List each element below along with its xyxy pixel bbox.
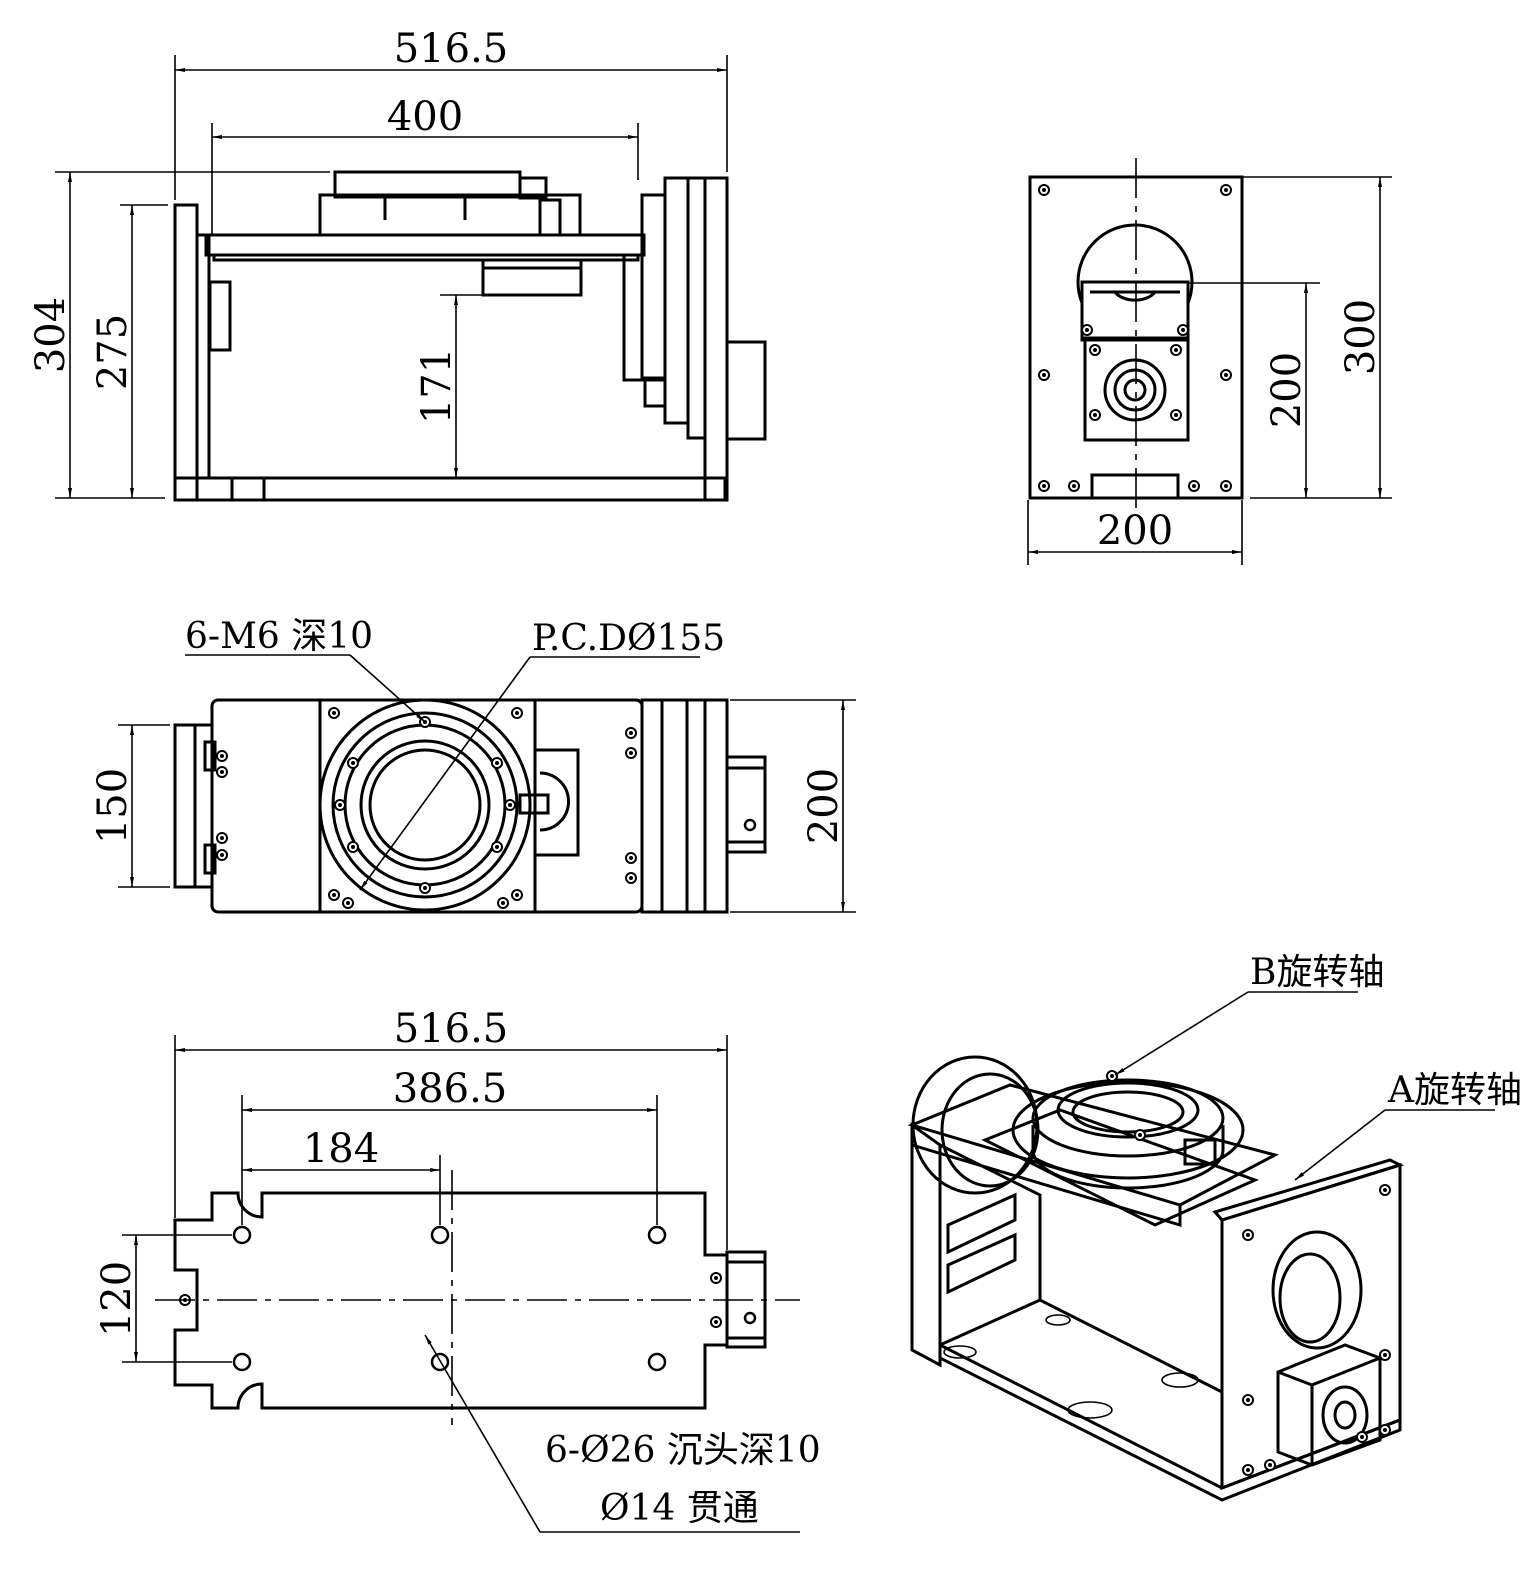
dim-frame-height: 275: [90, 314, 136, 390]
side-dim-width: 200: [1097, 508, 1173, 554]
bottom-dim-overall-width: 516.5: [394, 1006, 509, 1052]
top-dim-right-width: 200: [801, 768, 847, 844]
dim-table-width: 400: [387, 94, 463, 140]
label-b-axis: B旋转轴: [1250, 952, 1384, 993]
iso-view: B旋转轴 A旋转轴: [907, 952, 1522, 1502]
side-dim-height: 300: [1338, 299, 1384, 375]
label-a-axis: A旋转轴: [1387, 1070, 1522, 1111]
side-view: 300 200 200: [1027, 158, 1392, 565]
side-dim-axis-height: 200: [1264, 352, 1310, 428]
callout-pcd: P.C.DØ155: [532, 618, 725, 659]
bottom-view: 516.5 386.5 184 120 6-Ø26 沉头深10 Ø14 贯通: [94, 1006, 821, 1533]
dim-overall-width: 516.5: [394, 26, 509, 72]
bottom-dim-hole-offset: 184: [303, 1126, 379, 1172]
dim-total-height: 304: [28, 297, 74, 373]
callout-through: Ø14 贯通: [600, 1488, 759, 1529]
callout-counterbore: 6-Ø26 沉头深10: [545, 1430, 821, 1471]
callout-tapped-holes: 6-M6 深10: [185, 616, 373, 657]
dim-center-height: 171: [414, 348, 460, 424]
top-dim-left-width: 150: [90, 768, 136, 844]
top-view: 6-M6 深10 P.C.DØ155 150 200: [90, 616, 856, 914]
bottom-dim-hole-spacing: 120: [94, 1261, 140, 1337]
bottom-dim-hole-span: 386.5: [393, 1066, 508, 1112]
front-view: 516.5 400 304 275 171: [28, 26, 767, 502]
